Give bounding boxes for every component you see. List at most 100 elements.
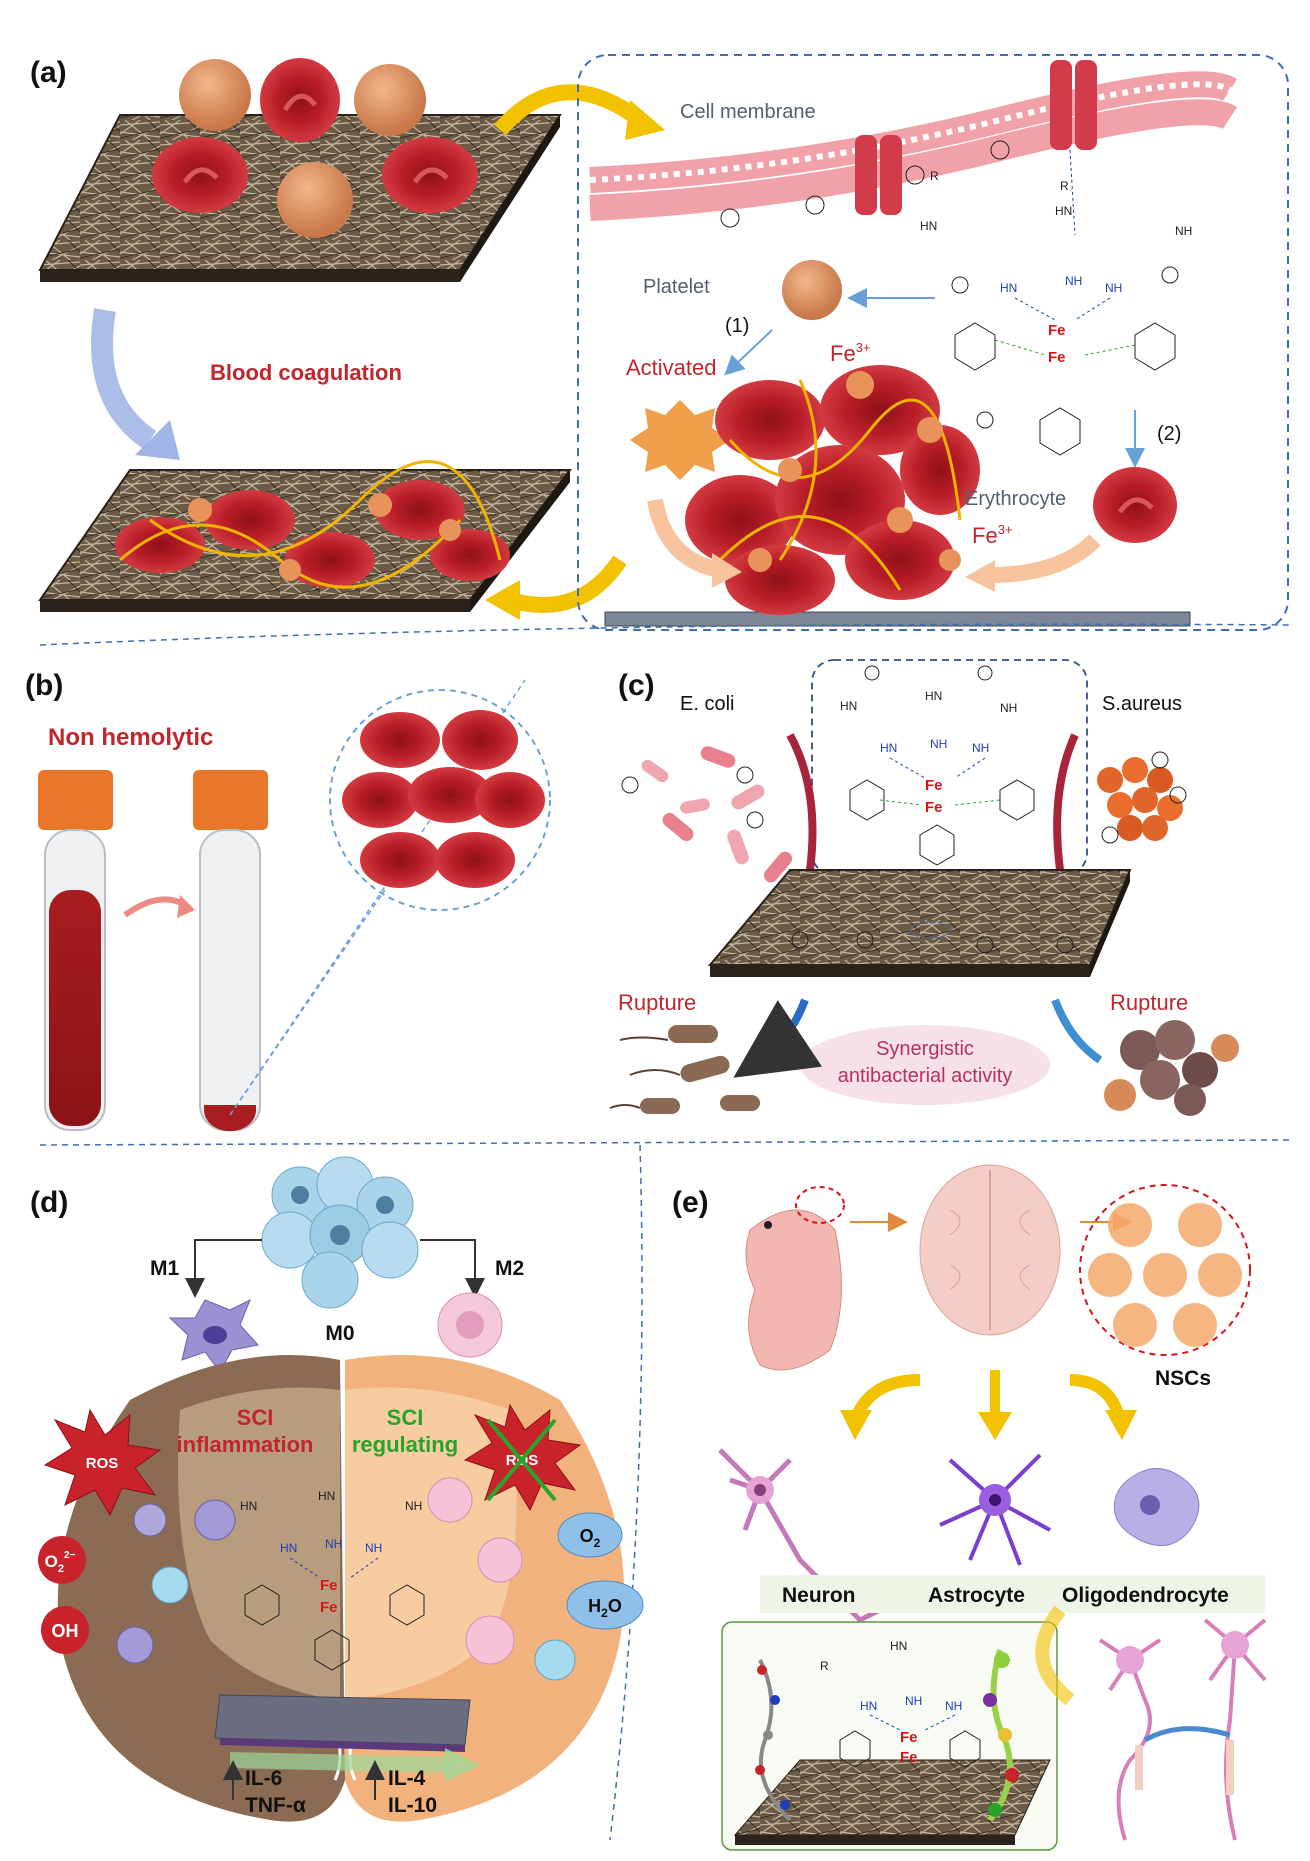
- astrocyte-cell: [939, 1453, 1051, 1566]
- panel-c: (c) E. coli S.aureus HN HN NH HN NH NH F…: [609, 659, 1239, 1116]
- m1-label: M1: [150, 1257, 179, 1280]
- brain: [919, 1164, 1061, 1336]
- svg-text:HN: HN: [920, 219, 937, 233]
- svg-text:HN: HN: [860, 1699, 877, 1713]
- panel-a-label: (a): [30, 56, 67, 89]
- clot-main: [685, 365, 980, 615]
- fe-complex-d: HN HN NH HN NH NH Fe Fe: [240, 1489, 425, 1671]
- platelet: [354, 64, 426, 136]
- svg-text:NH: NH: [1105, 281, 1122, 295]
- substrate-bar: [604, 611, 1191, 627]
- svg-text:O22−: O22−: [45, 1550, 76, 1575]
- synergy-line-1: Synergistic: [876, 1038, 974, 1060]
- fe-complex-e: R HN HN NH NH Fe Fe: [820, 1639, 981, 1768]
- clot-bottom: [115, 460, 510, 589]
- neuron-label: Neuron: [782, 1584, 856, 1607]
- arrow-orange-right: [989, 534, 1101, 583]
- cell-membrane-label: Cell membrane: [680, 101, 816, 123]
- zoom-box: [577, 54, 1289, 631]
- arrow-head: [135, 420, 180, 460]
- tnf-label: TNF-α: [245, 1794, 306, 1817]
- activated-label: Activated: [626, 355, 717, 380]
- ros-burst-right: ROS: [463, 1403, 582, 1512]
- o2-bubble: O2: [557, 1512, 623, 1558]
- divider-de: [609, 1144, 643, 1841]
- panel-d-label: (d): [30, 1186, 68, 1219]
- ruptured-ecoli: [609, 1025, 760, 1114]
- oligodendrocyte-cell: [1113, 1468, 1200, 1547]
- svg-text:HN: HN: [240, 1499, 257, 1513]
- il10-label: IL-10: [388, 1794, 437, 1817]
- astrocyte-label: Astrocyte: [928, 1584, 1025, 1607]
- superoxide-bubble: O22−: [38, 1536, 86, 1584]
- arrow-head: [965, 560, 995, 592]
- m0-label: M0: [325, 1322, 354, 1345]
- panel-b: (b) Non hemolytic: [25, 669, 551, 1132]
- m2-label: M2: [495, 1257, 524, 1280]
- svg-text:NH: NH: [1000, 701, 1017, 715]
- step-2-label: (2): [1157, 423, 1181, 445]
- arrow-tube: [123, 896, 187, 918]
- rbc: [260, 58, 340, 142]
- svg-text:O2: O2: [580, 1526, 601, 1550]
- tube-left: [38, 770, 113, 1131]
- svg-text:HN: HN: [1000, 281, 1017, 295]
- svg-text:R: R: [1060, 179, 1069, 193]
- saureus-bacteria: [1097, 751, 1187, 844]
- ros-burst-left: ROS: [43, 1408, 162, 1517]
- non-hemolytic-label: Non hemolytic: [48, 724, 213, 751]
- svg-text:R: R: [820, 1659, 829, 1673]
- svg-text:NH: NH: [905, 1694, 922, 1708]
- il4-label: IL-4: [388, 1767, 426, 1790]
- arrow-down: [91, 308, 157, 450]
- svg-text:H2O: H2O: [588, 1596, 622, 1620]
- arrow-activation: [724, 329, 773, 376]
- rbc: [152, 137, 248, 213]
- arrow-m2: [420, 1239, 485, 1298]
- nscs-spheres: [1088, 1203, 1242, 1347]
- arrow-myelination: [1035, 1605, 1075, 1706]
- erythrocyte: [1093, 467, 1177, 543]
- sci-right-1: SCI: [387, 1405, 424, 1430]
- mouse-pup: [745, 1186, 845, 1371]
- svg-text:HN: HN: [318, 1489, 335, 1503]
- peptide-chain-right: [983, 1649, 1019, 1822]
- saureus-label: S.aureus: [1102, 693, 1182, 715]
- arrow-yellow-bottom: [507, 555, 627, 613]
- platelet: [782, 260, 842, 320]
- svg-text:OH: OH: [52, 1621, 79, 1641]
- il6-label: IL-6: [245, 1767, 282, 1790]
- nscs-circle: [1079, 1184, 1251, 1356]
- ecoli-label: E. coli: [680, 693, 734, 715]
- inflammatory-cells: [116, 1499, 236, 1664]
- svg-text:HN: HN: [840, 699, 857, 713]
- svg-text:Fe: Fe: [320, 1599, 338, 1616]
- divider-cd: [39, 1139, 1291, 1146]
- fe-complex-a: R HN R HN NH HN NH NH Fe Fe: [920, 149, 1192, 456]
- activated-platelet: [630, 400, 730, 480]
- rupture-right-label: Rupture: [1110, 990, 1188, 1015]
- svg-text:NH: NH: [405, 1499, 422, 1513]
- zoom-circle: [329, 689, 551, 911]
- svg-text:Fe: Fe: [1048, 349, 1066, 366]
- fe3-label-top: Fe3+: [830, 340, 871, 366]
- svg-text:NH: NH: [365, 1541, 382, 1555]
- tube-right: [193, 770, 268, 1132]
- arrow-head: [712, 553, 742, 588]
- hydroxyl-bubble: OH: [41, 1606, 89, 1654]
- platelet: [277, 162, 353, 238]
- svg-text:HN: HN: [1055, 204, 1072, 218]
- svg-text:R: R: [930, 169, 939, 183]
- m1-macrophage: [168, 1298, 259, 1373]
- divider-ab: [39, 623, 1291, 646]
- arrow-yellow-top: [493, 84, 645, 136]
- arrow-head: [625, 100, 665, 140]
- arrow-head: [485, 580, 520, 620]
- arrow-saureus: [1053, 733, 1079, 871]
- neuron-cell: [718, 1448, 882, 1642]
- svg-text:ROS: ROS: [86, 1455, 119, 1472]
- svg-text:NH: NH: [972, 741, 989, 755]
- rbc: [382, 137, 478, 213]
- panel-b-label: (b): [25, 669, 63, 702]
- svg-text:Fe: Fe: [900, 1729, 918, 1746]
